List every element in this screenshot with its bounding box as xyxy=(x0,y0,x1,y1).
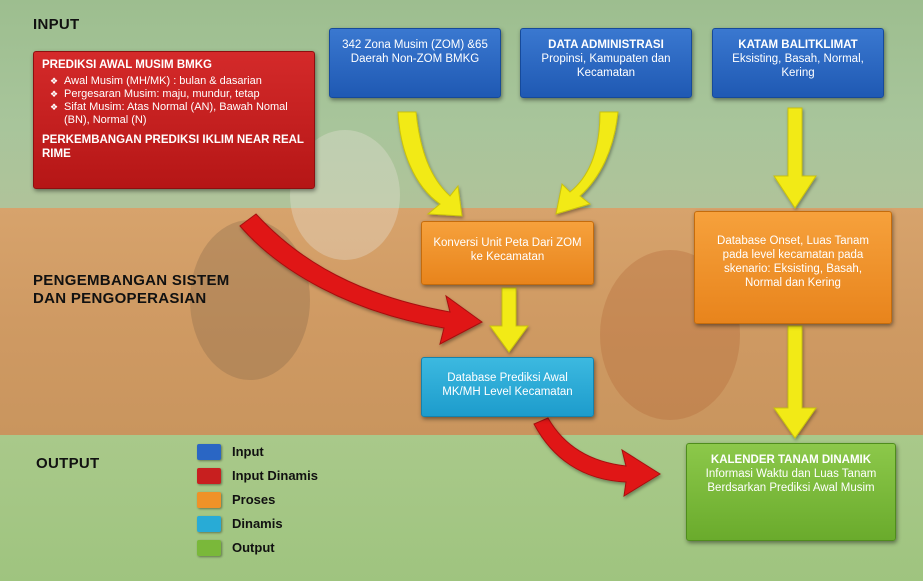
arrow-zom-to-konversi xyxy=(397,111,463,217)
legend-swatch xyxy=(197,516,221,532)
legend-swatch xyxy=(197,468,221,484)
konversi-box: Konversi Unit Peta Dari ZOM ke Kecamatan xyxy=(421,221,594,285)
legend-swatch xyxy=(197,540,221,556)
prediksi-database-box: Database Prediksi Awal MK/MH Level Kecam… xyxy=(421,357,594,417)
diamond-bullet-icon: ❖ xyxy=(50,89,59,99)
katam-box: KATAM BALITKLIMAT Eksisting, Basah, Norm… xyxy=(712,28,884,98)
admin-data-box: DATA ADMINISTRASI Propinsi, Kamupaten da… xyxy=(520,28,692,98)
section-title-input: INPUT xyxy=(33,16,80,33)
arrow-onset-to-kalender xyxy=(773,325,817,439)
section-title-process: PENGEMBANGAN SISTEM DAN PENGOPERASIAN xyxy=(33,272,230,307)
legend-label: Dinamis xyxy=(232,516,283,531)
admin-box-text: Propinsi, Kamupaten dan Kecamatan xyxy=(541,53,671,79)
prediksi-box-text: Database Prediksi Awal MK/MH Level Kecam… xyxy=(442,372,573,398)
zom-box-text: 342 Zona Musim (ZOM) &65 Daerah Non-ZOM … xyxy=(342,39,488,65)
kalender-box-text: Informasi Waktu dan Luas Tanam Berdsarka… xyxy=(705,468,877,494)
bmkg-bullet: ❖Sifat Musim: Atas Normal (AN), Bawah No… xyxy=(50,101,288,126)
legend-swatch xyxy=(197,492,221,508)
diamond-bullet-icon: ❖ xyxy=(50,76,59,86)
bmkg-bullet: ❖Pergesaran Musim: maju, mundur, tetap xyxy=(50,88,260,100)
bmkg-prediction-box: PREDIKSI AWAL MUSIM BMKG ❖Awal Musim (MH… xyxy=(33,51,315,189)
arrow-admin-to-konversi xyxy=(555,111,619,215)
legend-label: Proses xyxy=(232,492,276,507)
legend-label: Output xyxy=(232,540,275,555)
onset-database-box: Database Onset, Luas Tanam pada level ke… xyxy=(694,211,892,324)
arrow-konversi-to-prediksi xyxy=(489,287,529,353)
onset-box-text: Database Onset, Luas Tanam pada level ke… xyxy=(717,235,869,289)
legend-label: Input xyxy=(232,444,264,459)
arrow-katam-to-onset xyxy=(773,107,817,209)
konversi-box-text: Konversi Unit Peta Dari ZOM ke Kecamatan xyxy=(433,237,582,263)
diamond-bullet-icon: ❖ xyxy=(50,102,59,112)
bmkg-bullet-list: ❖Awal Musim (MH/MK) : bulan & dasarian ❖… xyxy=(42,75,306,127)
bmkg-box-title: PREDIKSI AWAL MUSIM BMKG xyxy=(42,59,212,71)
arrow-prediksi-to-kalender xyxy=(533,417,661,497)
bmkg-bullet: ❖Awal Musim (MH/MK) : bulan & dasarian xyxy=(50,75,262,87)
bmkg-box-footer: PERKEMBANGAN PREDIKSI IKLIM NEAR REAL RI… xyxy=(42,134,304,160)
katam-box-title: KATAM BALITKLIMAT xyxy=(738,39,858,51)
admin-box-title: DATA ADMINISTRASI xyxy=(548,39,664,51)
arrow-bmkg-to-prediksi xyxy=(239,213,483,345)
zom-box: 342 Zona Musim (ZOM) &65 Daerah Non-ZOM … xyxy=(329,28,501,98)
legend-label: Input Dinamis xyxy=(232,468,318,483)
section-title-output: OUTPUT xyxy=(36,455,100,472)
kalender-tanam-box: KALENDER TANAM DINAMIK Informasi Waktu d… xyxy=(686,443,896,541)
legend-swatch xyxy=(197,444,221,460)
kalender-box-title: KALENDER TANAM DINAMIK xyxy=(710,454,872,466)
katam-box-text: Eksisting, Basah, Normal, Kering xyxy=(732,53,864,79)
